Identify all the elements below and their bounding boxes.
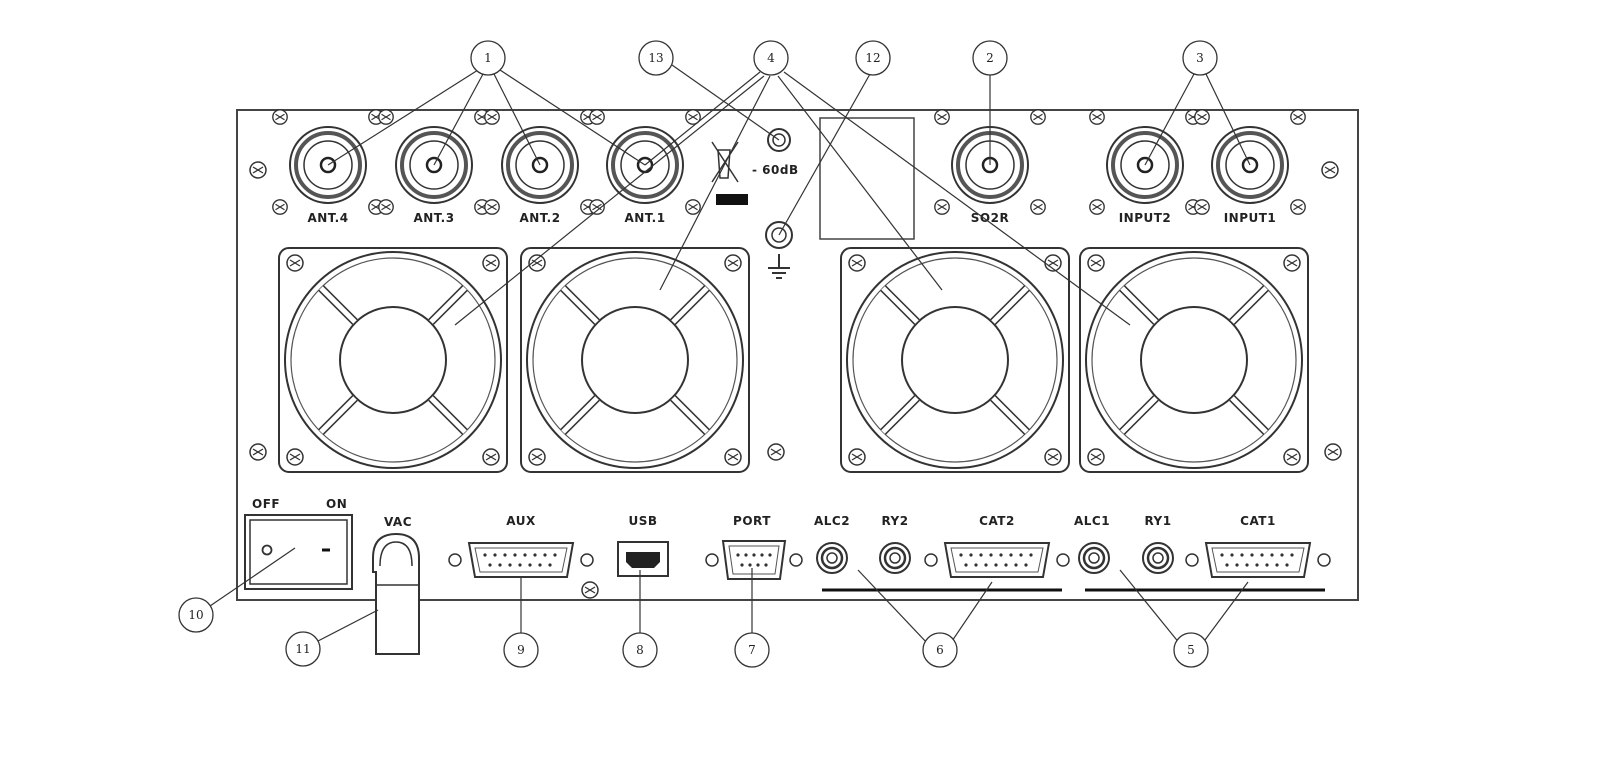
ry1-label: RY1 <box>1144 514 1171 528</box>
input2-label: INPUT2 <box>1119 211 1172 225</box>
cat1-label: CAT1 <box>1240 514 1276 528</box>
ry2-rca-jack <box>878 541 912 575</box>
svg-text:5: 5 <box>1187 643 1195 657</box>
svg-text:9: 9 <box>517 643 525 657</box>
callout-13: 13 <box>638 40 674 76</box>
alc1-label: ALC1 <box>1074 514 1110 528</box>
fan-1 <box>279 248 507 472</box>
usb-label: USB <box>628 514 657 528</box>
leader-lines <box>209 64 1251 645</box>
blank-plate <box>819 117 915 240</box>
svg-text:3: 3 <box>1196 51 1204 65</box>
svg-text:6: 6 <box>936 643 944 657</box>
svg-text:12: 12 <box>865 51 880 65</box>
svg-text:10: 10 <box>188 608 203 622</box>
svg-text:13: 13 <box>648 51 663 65</box>
callout-12: 12 <box>855 40 891 76</box>
input1-label: INPUT1 <box>1224 211 1277 225</box>
fan-2 <box>521 248 749 472</box>
ant4-label: ANT.4 <box>307 211 348 225</box>
alc1-rca-jack <box>1077 541 1111 575</box>
alc2-rca-jack <box>815 541 849 575</box>
callout-3: 3 <box>1182 40 1218 76</box>
ant1-label: ANT.1 <box>624 211 665 225</box>
svg-text:4: 4 <box>767 51 775 65</box>
cat2-label: CAT2 <box>979 514 1015 528</box>
callout-7: 7 <box>734 632 770 668</box>
svg-text:7: 7 <box>748 643 756 657</box>
svg-text:11: 11 <box>295 642 310 656</box>
ry1-rca-jack <box>1141 541 1175 575</box>
ant3-label: ANT.3 <box>413 211 454 225</box>
callout-9: 9 <box>503 632 539 668</box>
switch-off-label: OFF <box>252 497 280 511</box>
switch-on-label: ON <box>326 497 347 511</box>
fan-4 <box>1080 248 1308 472</box>
port-db9-connector <box>705 540 803 580</box>
callout-5: 5 <box>1173 632 1209 668</box>
svg-text:1: 1 <box>484 51 492 65</box>
vac-label: VAC <box>384 515 412 529</box>
so2r-label: SO2R <box>971 211 1009 225</box>
callout-8: 8 <box>622 632 658 668</box>
ant2-label: ANT.2 <box>519 211 560 225</box>
usb-connector <box>617 541 669 577</box>
fan-3 <box>841 248 1069 472</box>
svg-text:2: 2 <box>986 51 994 65</box>
callout-2: 2 <box>972 40 1008 76</box>
aux-label: AUX <box>506 514 536 528</box>
svg-text:8: 8 <box>636 643 644 657</box>
ry2-label: RY2 <box>881 514 908 528</box>
callout-6: 6 <box>922 632 958 668</box>
callout-4: 4 <box>753 40 789 76</box>
callout-10: 10 <box>178 597 214 633</box>
power-switch <box>244 514 353 590</box>
ground-icon <box>768 254 790 279</box>
callout-11: 11 <box>285 631 321 667</box>
alc2-label: ALC2 <box>814 514 850 528</box>
port-label: PORT <box>733 514 771 528</box>
weee-bin-icon <box>711 141 748 205</box>
minus60db-label: - 60dB <box>752 163 799 177</box>
vac-power-cable <box>372 532 420 655</box>
callout-1: 1 <box>470 40 506 76</box>
